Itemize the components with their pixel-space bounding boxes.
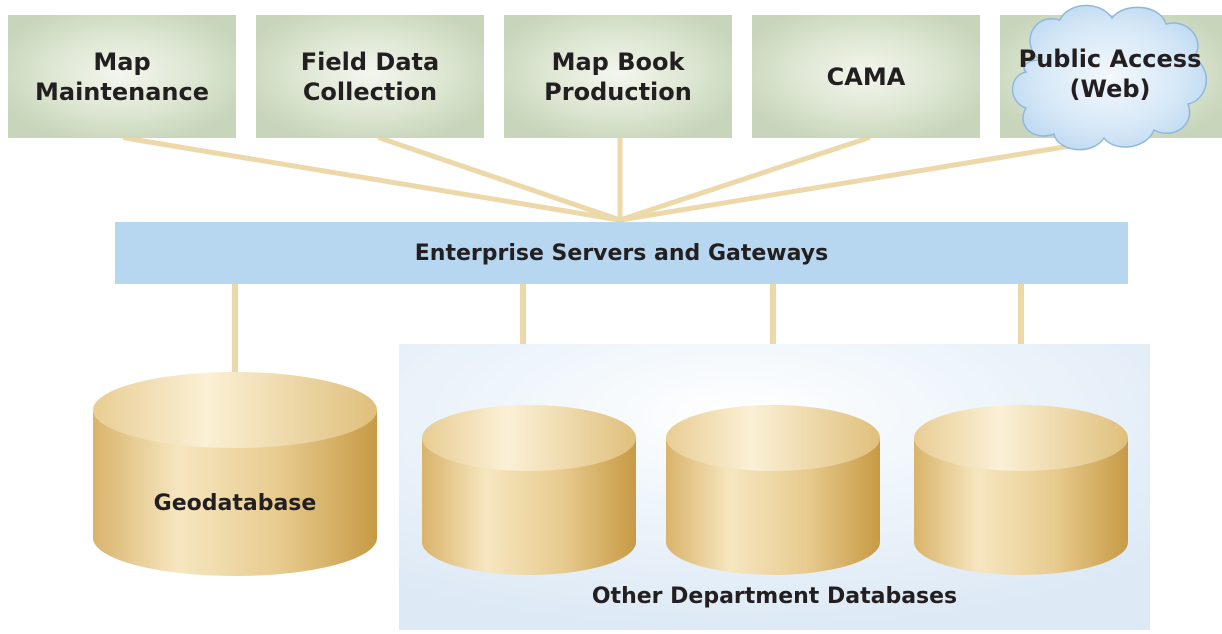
server-bar [115, 222, 1128, 284]
system-box-cama [752, 15, 980, 138]
dept-db-cylinder-2 [666, 405, 880, 575]
system-box-field-data-collection [256, 15, 484, 138]
connector-field-data-collection [377, 135, 623, 223]
dept-db-cylinder-3 [914, 405, 1128, 575]
dept-db-cylinder-1 [422, 405, 636, 575]
cloud-icon [1011, 4, 1208, 151]
system-box-map-book-production [504, 15, 732, 138]
geodatabase-cylinder [93, 372, 377, 576]
connector-public-access [617, 143, 1073, 223]
connector-map-maintenance [122, 135, 623, 223]
connector-cama [617, 135, 871, 223]
system-connectors [122, 135, 1073, 223]
database-connectors [232, 284, 1024, 375]
system-box-map-maintenance [8, 15, 236, 138]
